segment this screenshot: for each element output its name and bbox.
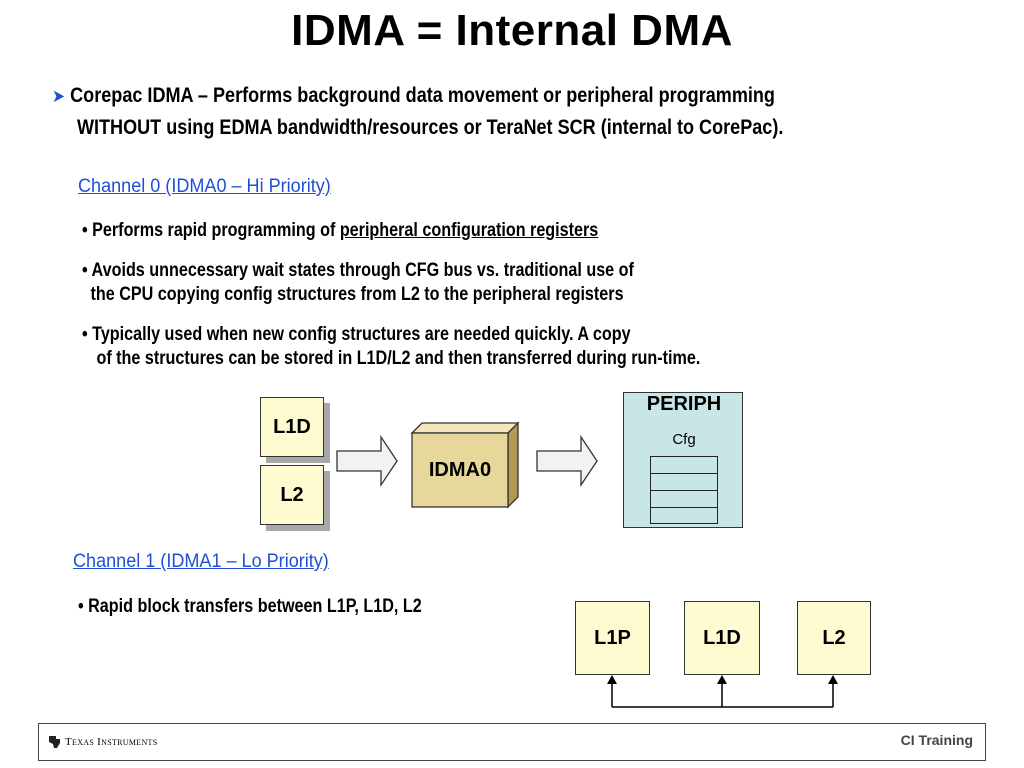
channel0-bullet-2: • Avoids unnecessary wait states through…: [82, 259, 634, 307]
channel0-bullet-2-line-2: the CPU copying config structures from L…: [90, 284, 624, 305]
ci-training-label: CI Training: [900, 732, 973, 748]
bullet-dot: •: [82, 220, 88, 241]
channel1-bullet-1: • Rapid block transfers between L1P, L1D…: [78, 595, 422, 619]
channel1-heading: Channel 1 (IDMA1 – Lo Priority): [73, 551, 329, 572]
ti-company-name: Texas Instruments: [65, 736, 158, 748]
idma0-box-front: [411, 432, 509, 508]
channel0-heading: Channel 0 (IDMA0 – Hi Priority): [78, 176, 331, 197]
arrow-bullet-icon: ➤: [52, 86, 65, 106]
memory-box-l2: L2: [797, 601, 871, 675]
channel0-bullet-1: • Performs rapid programming of peripher…: [82, 219, 598, 243]
intro-line-2: WITHOUT using EDMA bandwidth/resources o…: [76, 116, 784, 139]
footer-bar: Texas Instruments CI Training: [38, 723, 986, 761]
cfg-register-row: [651, 491, 717, 508]
source-box-l2: L2: [260, 465, 324, 525]
intro-bullet: ➤Corepac IDMA – Performs background data…: [52, 80, 878, 143]
memory-box-l1p: L1P: [575, 601, 650, 675]
bullet-dot: •: [78, 596, 84, 617]
idma0-box-side: [507, 421, 519, 509]
periph-cfg-label: Cfg: [672, 431, 696, 448]
channel0-bullet-2-line-1: Avoids unnecessary wait states through C…: [91, 260, 634, 281]
bullet-dot: •: [82, 324, 88, 345]
channel0-bullet-3-line-1: Typically used when new config structure…: [92, 324, 631, 345]
engine-idma0-label: IDMA0: [428, 458, 492, 481]
page-title: IDMA = Internal DMA: [291, 6, 733, 55]
channel0-bullet-3: • Typically used when new config structu…: [82, 323, 700, 371]
channel0-bullet-3-line-2: of the structures can be stored in L1D/L…: [96, 348, 701, 369]
cfg-register-row: [651, 457, 717, 474]
channel0-bullet-1-underlined: peripheral configuration registers: [339, 220, 599, 241]
connector-arrowhead-l1d: [717, 675, 727, 684]
memory-box-l1d: L1D: [684, 601, 760, 675]
cfg-register-stack: [650, 456, 718, 524]
diagram1-connectors: [611, 681, 834, 708]
ti-logo: Texas Instruments: [47, 735, 157, 749]
block-arrow-2: [536, 434, 598, 488]
connector-arrowhead-l1p: [607, 675, 617, 684]
source-box-l1d: L1D: [260, 397, 324, 457]
connector-arrowhead-l2: [828, 675, 838, 684]
cfg-register-row: [651, 474, 717, 491]
channel0-bullet-1-prefix: Performs rapid programming of: [92, 220, 340, 241]
intro-line-1: Corepac IDMA – Performs background data …: [70, 84, 775, 107]
periph-box: PERIPH Cfg: [623, 392, 743, 528]
bullet-dot: •: [82, 260, 88, 281]
block-arrow-1: [336, 434, 398, 488]
ti-state-icon: [49, 736, 60, 748]
idma0-box-top: [410, 422, 520, 434]
channel1-bullet-1-text: Rapid block transfers between L1P, L1D, …: [88, 596, 422, 617]
periph-title: PERIPH: [646, 393, 722, 415]
